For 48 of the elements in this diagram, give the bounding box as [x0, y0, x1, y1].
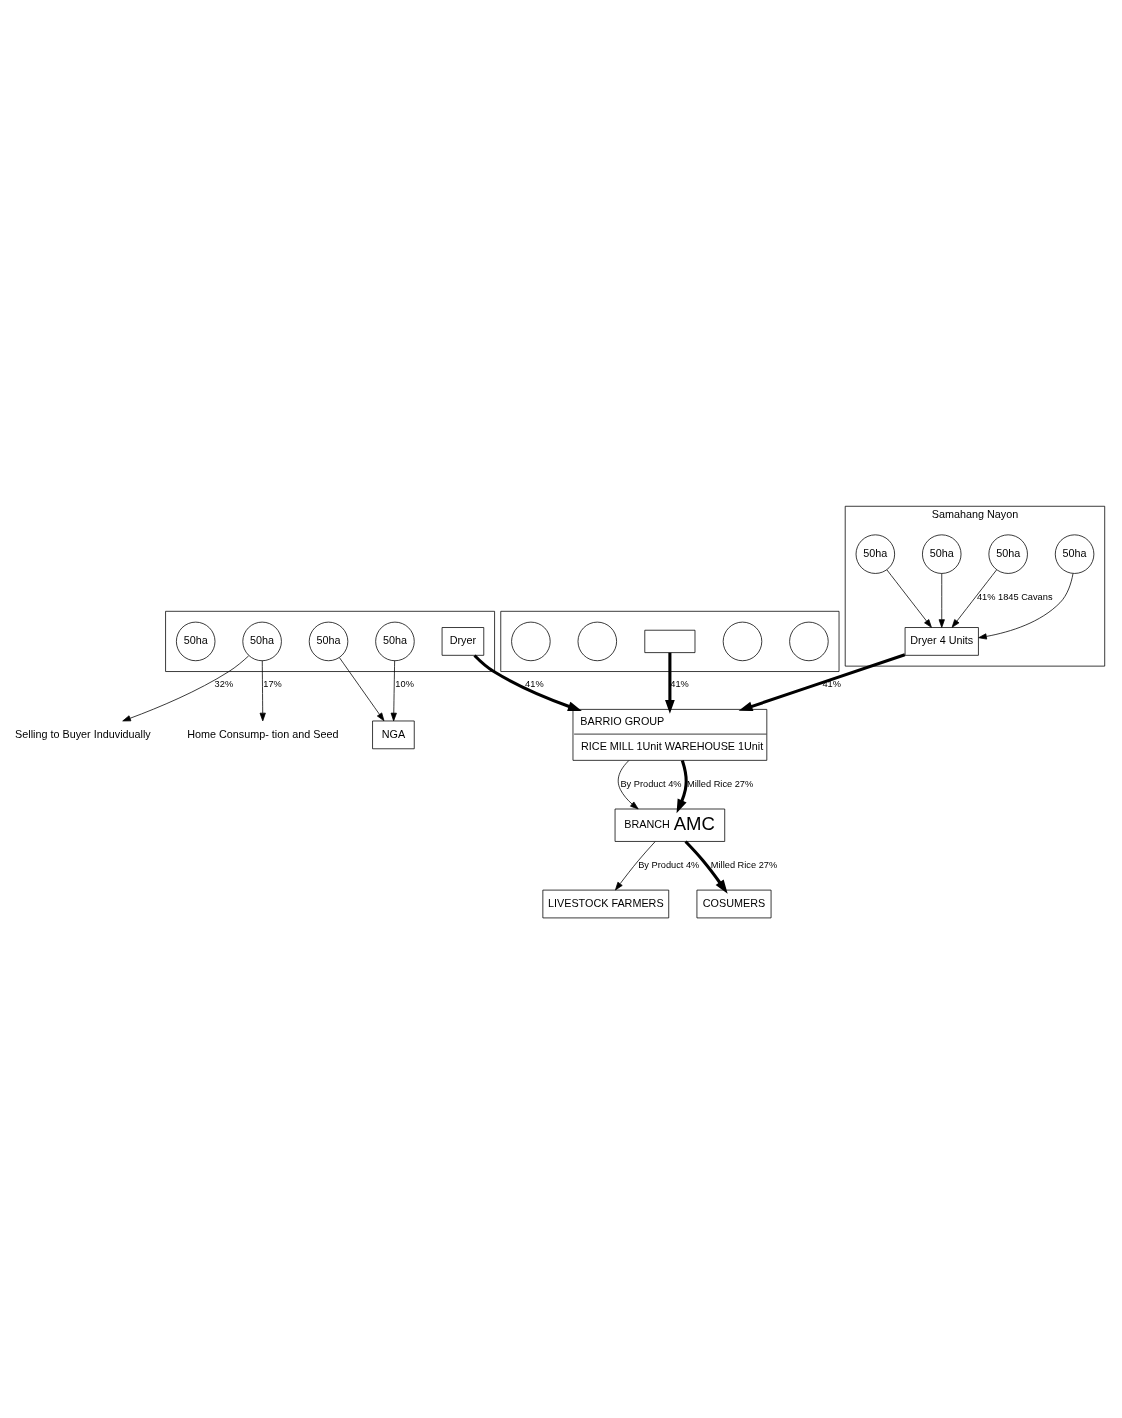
node-circle [577, 621, 617, 662]
arrow [617, 760, 639, 810]
node-box: BRANCH AMC [614, 808, 726, 842]
node-circle: 50ha [988, 534, 1028, 574]
cluster [165, 610, 495, 672]
node-box: COSUMERS [696, 889, 772, 919]
node-box: NGA [372, 720, 415, 750]
arrow [938, 573, 945, 628]
node-text: Home Consump- tion and Seed [187, 727, 339, 740]
arrow [339, 657, 385, 722]
arrow [978, 573, 1074, 640]
node-box [644, 629, 696, 653]
arrow [259, 660, 266, 722]
arrow [122, 655, 250, 722]
node-box: Dryer 4 Units [904, 627, 979, 656]
edge-label: 41% [525, 679, 544, 690]
node-circle: 50ha [922, 534, 962, 574]
edge-label: 10% [395, 679, 414, 690]
edge-label: Milled Rice 27% [710, 860, 778, 871]
node-circle [789, 621, 829, 662]
arrow [886, 569, 932, 628]
node-circle: 50ha [176, 621, 216, 662]
arrow [473, 654, 582, 711]
edge-label: 17% [263, 679, 282, 690]
node-circle [511, 621, 551, 662]
arrow [615, 841, 656, 891]
node-circle: 50ha [1054, 534, 1095, 574]
arrow [951, 569, 997, 628]
edge-label: By Product 4% [620, 779, 682, 790]
node-circle: 50ha [242, 621, 282, 662]
arrow [676, 760, 688, 814]
arrow [390, 660, 397, 722]
arrow [684, 840, 728, 894]
arrow [738, 653, 906, 711]
cluster [500, 610, 840, 672]
node-box: LIVESTOCK FARMERS [542, 889, 670, 919]
node-text: Selling to Buyer Induvidually [15, 727, 151, 740]
edge-label: 41% [670, 679, 689, 690]
edge-label: Milled Rice 27% [686, 779, 754, 790]
node-circle: 50ha [375, 621, 415, 662]
edge-label: 41% 1845 Cavans [976, 592, 1053, 603]
arrow [665, 652, 675, 714]
edge-label: 32% [214, 679, 234, 690]
node-box: Dryer [441, 627, 485, 656]
node-circle: 50ha [308, 621, 349, 662]
node-circle: 50ha [855, 534, 896, 574]
edge-label: By Product 4% [638, 860, 700, 871]
node-circle [722, 621, 763, 662]
